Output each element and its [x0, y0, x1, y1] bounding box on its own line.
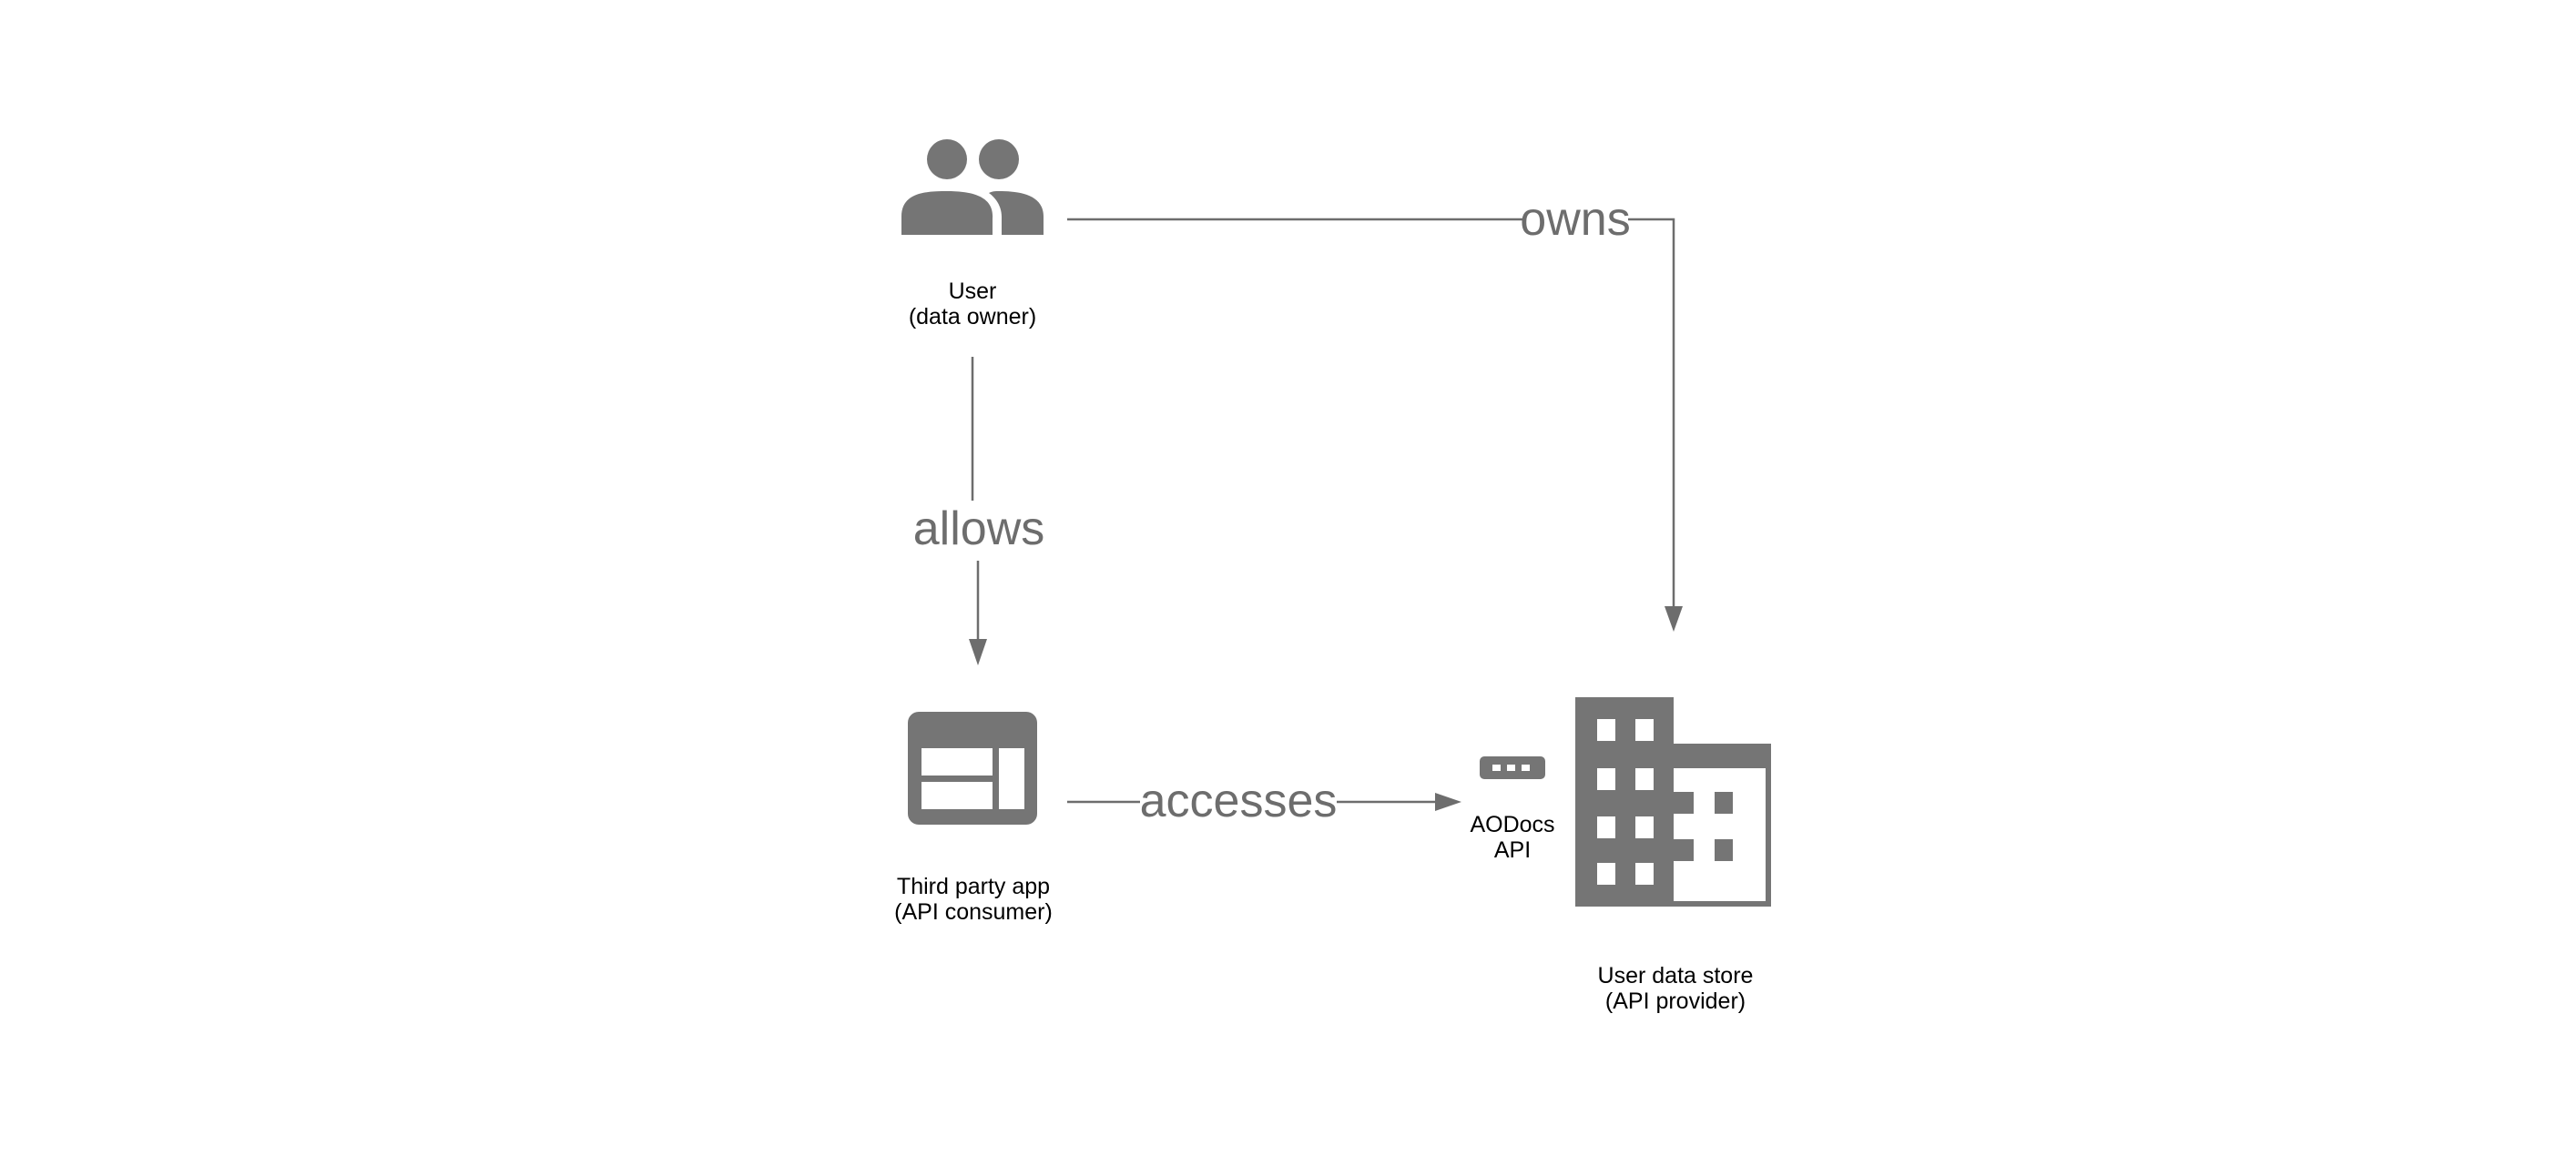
data-store-label-line1: User data store — [1598, 963, 1754, 988]
api-label-line2: API — [1494, 837, 1531, 863]
user-label-line2: (data owner) — [909, 304, 1036, 329]
app-window-icon — [908, 712, 1037, 825]
api-endpoint-icon — [1480, 756, 1545, 779]
user-node: User (data owner) — [901, 139, 1044, 329]
owns-arrowhead — [1665, 606, 1683, 632]
people-icon — [901, 139, 1044, 235]
allows-label: allows — [913, 502, 1045, 555]
edge-owns: owns — [1067, 193, 1683, 632]
user-label-line1: User — [949, 279, 997, 304]
accesses-arrowhead — [1435, 793, 1461, 811]
owns-label: owns — [1520, 193, 1630, 246]
data-store-node: User data store (API provider) — [1575, 697, 1771, 1014]
allows-arrowhead — [969, 639, 987, 665]
api-label-line1: AODocs — [1470, 812, 1554, 837]
edge-accesses: accesses — [1067, 775, 1461, 827]
api-node: AODocs API — [1470, 756, 1555, 863]
third-party-app-label-line2: (API consumer) — [894, 899, 1053, 925]
third-party-app-node: Third party app (API consumer) — [894, 712, 1053, 925]
building-icon — [1575, 697, 1771, 907]
edge-allows: allows — [913, 357, 1045, 665]
data-store-label-line2: (API provider) — [1605, 988, 1746, 1014]
accesses-label: accesses — [1140, 775, 1338, 827]
third-party-app-label-line1: Third party app — [897, 874, 1050, 899]
owns-line-right — [1628, 218, 1675, 612]
